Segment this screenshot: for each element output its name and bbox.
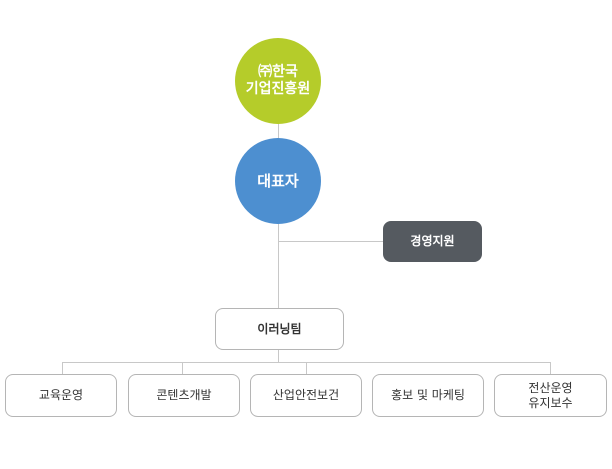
department-node: 교육운영 <box>5 374 117 417</box>
connector-support <box>278 241 384 242</box>
ceo-label: 대표자 <box>257 171 299 190</box>
connector-dept-2 <box>182 362 183 374</box>
ceo-node: 대표자 <box>235 138 321 224</box>
company-name-line2: 기업진흥원 <box>245 81 311 97</box>
department-node: 홍보 및 마케팅 <box>372 374 484 417</box>
connector-dept-5 <box>550 362 551 374</box>
team-node: 이러닝팀 <box>215 308 344 350</box>
department-label: 홍보 및 마케팅 <box>391 388 465 402</box>
department-label: 산업안전보건 <box>272 388 340 402</box>
department-node: 산업안전보건 <box>250 374 362 417</box>
department-node: 콘텐츠개발 <box>128 374 240 417</box>
support-label: 경영지원 <box>410 234 455 248</box>
department-label: 전산운영 <box>528 380 573 395</box>
department-label: 콘텐츠개발 <box>156 388 212 402</box>
support-node: 경영지원 <box>383 221 482 262</box>
company-name-line1: ㈜한국 <box>258 64 298 80</box>
connector-dept-1 <box>62 362 63 374</box>
connector-team-down <box>278 350 279 362</box>
connector-dept-3 <box>306 362 307 374</box>
department-label: 교육운영 <box>38 388 84 402</box>
department-label-line2: 유지보수 <box>528 395 573 410</box>
team-label: 이러닝팀 <box>257 321 302 336</box>
